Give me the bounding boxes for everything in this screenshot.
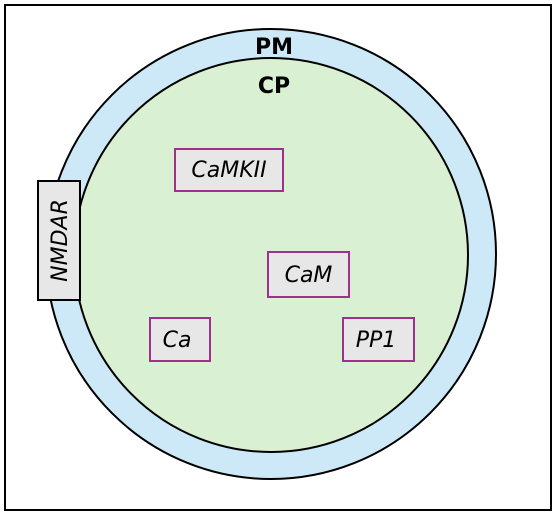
species-label: CaMKII (191, 158, 266, 183)
species-label: PP1 (356, 328, 397, 353)
species-camkii: CaMKII (174, 148, 284, 192)
species-ca: Ca (149, 317, 211, 362)
nmdar-channel: NMDAR (37, 180, 81, 301)
species-box (174, 148, 284, 192)
nmdar-label: NMDAR (48, 199, 73, 282)
species-pp1: PP1 (342, 317, 415, 362)
species-box (149, 317, 211, 362)
species-label: Ca (163, 328, 192, 353)
plasma-membrane-label: PM (255, 35, 293, 60)
species-box (267, 251, 350, 298)
species-label: CaM (285, 263, 333, 288)
nmdar-box (37, 180, 81, 301)
species-cam: CaM (267, 251, 350, 298)
species-box (342, 317, 415, 362)
cytoplasm-label: CP (258, 74, 290, 99)
